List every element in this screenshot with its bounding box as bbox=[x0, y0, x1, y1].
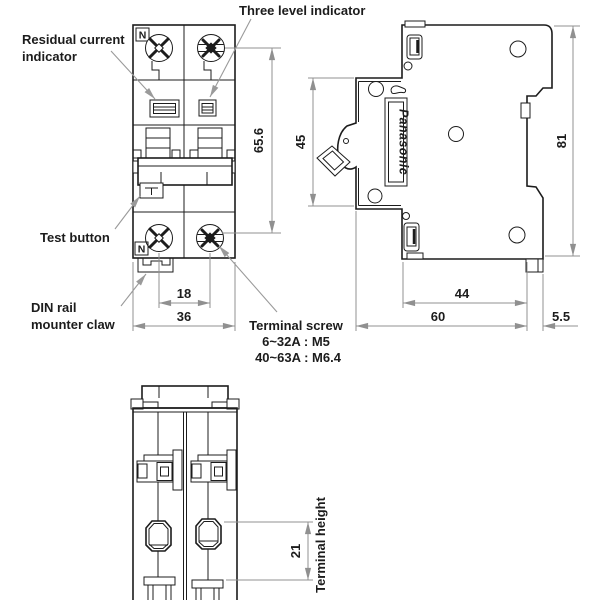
bottom-tab bbox=[406, 252, 424, 260]
terminal-screw-bottom-right-icon bbox=[196, 224, 224, 252]
neutral-marker-bottom-label: N bbox=[138, 244, 146, 256]
label-terminal-height: Terminal height bbox=[313, 496, 328, 592]
leader-lines bbox=[110, 18, 278, 313]
neutral-marker-top: N bbox=[135, 27, 150, 42]
label-three-level-indicator: Three level indicator bbox=[239, 3, 365, 18]
terminal-right bbox=[195, 518, 222, 550]
dim-pole-pitch: 18 bbox=[177, 286, 191, 301]
toggle-lever bbox=[316, 138, 351, 177]
dim-terminal-height: 21 bbox=[288, 544, 303, 558]
rocker-left bbox=[145, 127, 171, 159]
label-terminal-screw-m5: 6~32A : M5 bbox=[262, 334, 330, 349]
brand-plate: Panasonic bbox=[384, 97, 411, 187]
label-residual-current-2: indicator bbox=[22, 49, 77, 64]
bottom-view bbox=[130, 385, 240, 600]
bottom-clamp-left bbox=[143, 576, 176, 600]
rivet-center bbox=[448, 126, 464, 142]
terminal-screw-top-right-icon bbox=[197, 34, 225, 80]
annotations: Three level indicator Residual current i… bbox=[22, 3, 365, 593]
terminal-screw-top-left-icon bbox=[145, 34, 173, 80]
label-din-rail-1: DIN rail bbox=[31, 300, 77, 315]
bottom-clamp-right bbox=[191, 579, 224, 600]
rivet-right-bottom bbox=[508, 226, 526, 244]
handle-mark-icon bbox=[390, 85, 407, 95]
rivet-right-top bbox=[509, 40, 527, 58]
dim-height: 81 bbox=[554, 134, 569, 148]
neutral-marker-top-label: N bbox=[139, 30, 147, 42]
rocker-right bbox=[197, 127, 223, 159]
side-view: Panasonic bbox=[316, 20, 553, 273]
side-hole-bottom-small bbox=[402, 212, 410, 220]
top-tab bbox=[404, 20, 426, 28]
side-terminal-slot-bottom bbox=[403, 222, 420, 252]
dim-front-projection: 45 bbox=[293, 135, 308, 149]
din-claw-side bbox=[525, 258, 544, 273]
brand-label: Panasonic bbox=[397, 109, 411, 175]
dim-din-depth: 44 bbox=[455, 286, 470, 301]
rivet-top bbox=[368, 81, 384, 97]
label-din-rail-2: mounter claw bbox=[31, 317, 116, 332]
label-residual-current-1: Residual current bbox=[22, 32, 125, 47]
test-button bbox=[139, 182, 164, 199]
dim-rail-clearance: 5.5 bbox=[552, 309, 570, 324]
side-terminal-slot-top bbox=[406, 34, 423, 60]
din-rail-claw bbox=[137, 258, 174, 273]
dimensions: 65.6 18 36 45 81 44 60 5.5 bbox=[132, 25, 580, 581]
handle-bar bbox=[132, 157, 236, 186]
neutral-marker-bottom: N bbox=[134, 241, 149, 256]
terminal-screw-bottom-left-icon bbox=[145, 224, 173, 252]
dim-width: 36 bbox=[177, 309, 191, 324]
clamp-right bbox=[190, 449, 237, 491]
terminal-left bbox=[145, 520, 172, 552]
side-hole-top-small bbox=[403, 61, 413, 71]
dim-screw-span: 65.6 bbox=[251, 128, 266, 153]
label-test-button: Test button bbox=[40, 230, 110, 245]
label-terminal-screw-m64: 40~63A : M6.4 bbox=[255, 350, 342, 365]
dim-depth: 60 bbox=[431, 309, 445, 324]
rail-stop-tab bbox=[520, 102, 531, 119]
clamp-left bbox=[136, 449, 183, 491]
label-terminal-screw: Terminal screw bbox=[249, 318, 344, 333]
front-view: N bbox=[132, 24, 236, 273]
residual-current-indicator-window bbox=[149, 99, 180, 118]
rivet-bottom bbox=[367, 188, 383, 204]
three-level-indicator-window bbox=[198, 99, 217, 117]
